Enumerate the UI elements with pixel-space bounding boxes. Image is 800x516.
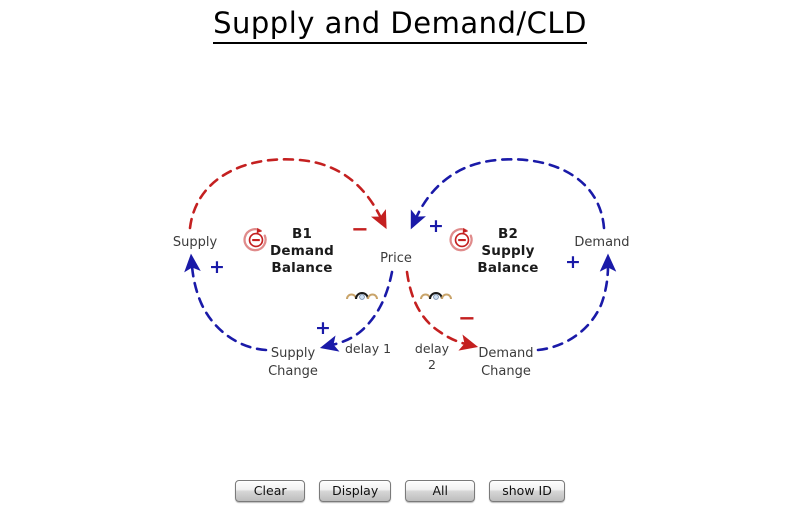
polarity-sign-price-to-supply-change: + bbox=[315, 317, 331, 339]
link-demand-to-price bbox=[410, 158, 606, 230]
polarity-sign-demand-to-price: + bbox=[428, 215, 444, 237]
delay-mark-icon bbox=[420, 292, 452, 300]
diagram-canvas bbox=[184, 158, 617, 352]
display-button[interactable]: Display bbox=[319, 480, 392, 502]
link-price-to-demand-change bbox=[405, 270, 479, 351]
link-price-to-supply-change bbox=[319, 270, 394, 352]
link-supply-change-to-supply bbox=[184, 253, 268, 352]
balancing-loop-icon bbox=[243, 227, 267, 252]
delay-label-2-line1: delay bbox=[414, 341, 450, 356]
show-id-button[interactable]: show ID bbox=[489, 480, 565, 502]
loop-b1-desc-line2: Balance bbox=[271, 259, 333, 276]
loop-b1-desc-line1: Demand bbox=[269, 242, 334, 259]
polarity-sign-supply-to-price: − bbox=[351, 217, 369, 241]
loop-b2-name: B2 bbox=[497, 226, 519, 242]
polarity-sign-demand-change-to-demand: + bbox=[565, 251, 581, 273]
clear-button[interactable]: Clear bbox=[235, 480, 306, 502]
all-button[interactable]: All bbox=[405, 480, 476, 502]
node-demand[interactable]: Demand bbox=[570, 234, 634, 252]
loop-b2-desc-line2: Balance bbox=[477, 259, 539, 276]
delay-label-1-line1: delay 1 bbox=[344, 341, 392, 356]
loop-b2-desc-line1: Supply bbox=[481, 242, 535, 259]
polarity-sign-price-to-demand-change: − bbox=[458, 306, 476, 330]
loop-block-b2[interactable]: B2 Supply Balance bbox=[448, 226, 568, 277]
node-price-label: Price bbox=[380, 251, 412, 266]
node-demand-label: Demand bbox=[574, 235, 630, 250]
delay-label-2[interactable]: delay 2 bbox=[405, 341, 459, 372]
button-bar: Clear Display All show ID bbox=[0, 480, 800, 502]
delay-label-1[interactable]: delay 1 bbox=[337, 341, 399, 357]
polarity-sign-supply-change-to-supply: + bbox=[209, 256, 225, 278]
loop-block-b1[interactable]: B1 Demand Balance bbox=[242, 226, 362, 277]
page-title: Supply and Demand/CLD bbox=[0, 6, 800, 45]
link-supply-to-price bbox=[188, 158, 387, 230]
node-supply[interactable]: Supply bbox=[165, 234, 225, 252]
link-demand-change-to-demand bbox=[536, 253, 617, 352]
node-price[interactable]: Price bbox=[366, 250, 426, 268]
page-title-text: Supply and Demand/CLD bbox=[213, 6, 587, 45]
loop-b1-name: B1 bbox=[291, 226, 313, 242]
delay-label-2-line2: 2 bbox=[428, 356, 436, 372]
balancing-loop-icon bbox=[449, 227, 473, 252]
delay-mark-icon bbox=[346, 292, 378, 300]
node-supply-label: Supply bbox=[172, 235, 218, 250]
